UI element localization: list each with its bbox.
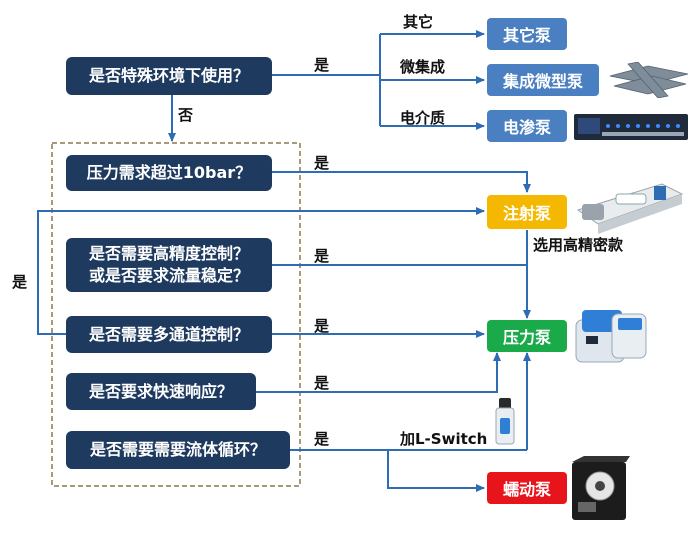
label-branch-other: 其它 (403, 13, 434, 31)
label-yes-circulation: 是 (314, 430, 330, 448)
question-multichannel: 是否需要多通道控制？ (66, 316, 272, 353)
pump-pressure: 压力泵 (487, 320, 567, 352)
question-fast-response: 是否要求快速响应？ (66, 373, 256, 410)
pressure-pump-image (575, 310, 647, 363)
l-switch-valve-image (495, 398, 515, 445)
label-high-precision-model: 选用高精密款 (533, 236, 624, 254)
question-pressure: 压力需求超过10bar？ (66, 155, 272, 191)
label-yes-pressure: 是 (314, 154, 330, 172)
question-precision: 是否需要高精度控制？ 或是否要求流量稳定？ (66, 238, 272, 292)
pump-other: 其它泵 (487, 18, 567, 50)
micro-pump-chip-image (609, 62, 689, 98)
pump-syringe: 注射泵 (487, 195, 567, 229)
label-branch-dielectric: 电介质 (400, 109, 446, 127)
arrow-circulation-to-peristaltic (387, 450, 485, 492)
label-yes-special: 是 (314, 56, 330, 74)
syringe-pump-image (576, 183, 684, 234)
arrow-fast-to-pressure (256, 352, 501, 393)
label-yes-left: 是 (12, 273, 28, 291)
label-yes-precision: 是 (314, 247, 330, 265)
arrow-pressure-to-syringe (272, 171, 531, 193)
pump-electroosmotic: 电渗泵 (487, 110, 567, 142)
electroosmotic-pump-image (574, 114, 688, 140)
question-special-environment: 是否特殊环境下使用？ (66, 57, 272, 95)
pump-integrated-micro: 集成微型泵 (487, 64, 599, 96)
peristaltic-pump-image (572, 456, 630, 520)
label-add-lswitch: 加L-Switch (400, 430, 488, 448)
label-no-special: 否 (178, 106, 194, 124)
label-branch-micro: 微集成 (400, 58, 446, 76)
dashed-frame (51, 142, 301, 487)
label-yes-fast: 是 (314, 374, 330, 392)
arrow-multichannel-to-syringe (37, 207, 485, 335)
pump-peristaltic: 蠕动泵 (487, 472, 567, 504)
label-yes-multichannel: 是 (314, 317, 330, 335)
question-circulation: 是否需要需要流体循环？ (66, 431, 290, 469)
